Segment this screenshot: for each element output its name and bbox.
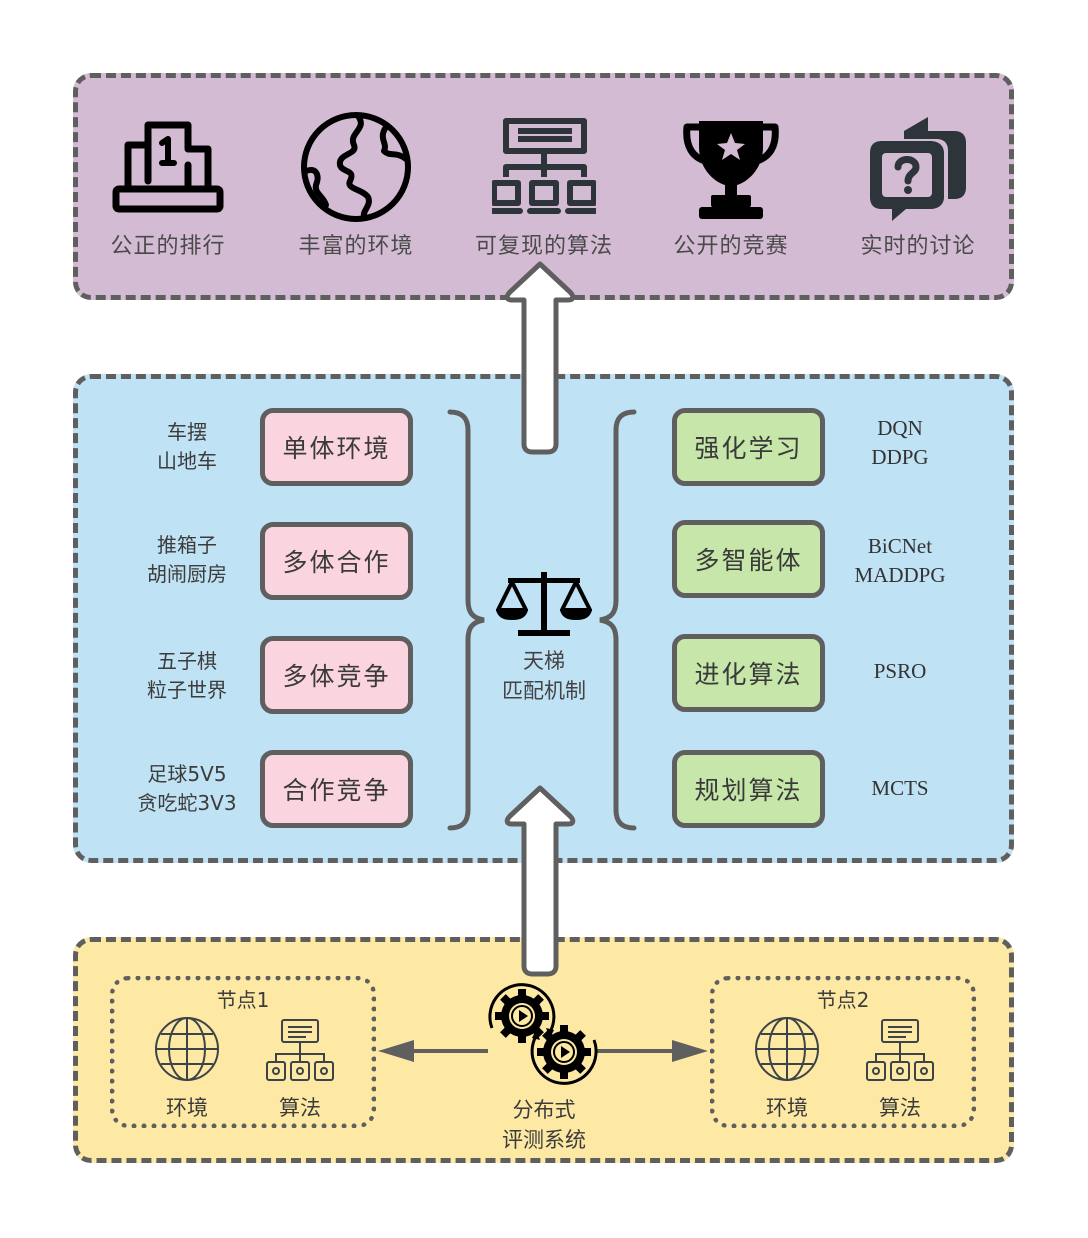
algo-example: DQN — [877, 416, 923, 440]
ladder-matching-label: 天梯 匹配机制 — [472, 646, 616, 706]
feature-fair-ranking: 公正的排行 — [83, 108, 253, 260]
node-env-label: 环境 — [766, 1096, 808, 1120]
algo-examples: DQN DDPG — [830, 414, 970, 472]
env-examples: 推箱子 胡闹厨房 — [122, 531, 252, 589]
env-example: 五子棋 — [157, 649, 217, 673]
gears-cycle-icon — [488, 982, 600, 1086]
node-title: 节点2 — [816, 988, 870, 1012]
algo-type-evolution: 进化算法 — [672, 634, 825, 712]
algo-example: PSRO — [873, 659, 927, 683]
feature-rich-environments: 丰富的环境 — [271, 108, 441, 260]
center-label-line1: 天梯 — [523, 649, 565, 673]
env-example: 山地车 — [157, 449, 217, 473]
node-algo-label: 算法 — [879, 1096, 921, 1120]
trophy-icon — [646, 108, 816, 226]
arrow-to-node1 — [378, 1040, 414, 1062]
algo-examples: PSRO — [830, 657, 970, 686]
feature-label: 公开的竞赛 — [673, 234, 789, 259]
feature-label: 丰富的环境 — [298, 234, 414, 259]
feature-open-competition: 公开的竞赛 — [646, 108, 816, 260]
dist-label-line2: 评测系统 — [502, 1128, 586, 1152]
discussion-icon — [833, 108, 1003, 226]
node-env-label: 环境 — [166, 1096, 208, 1120]
algo-example: BiCNet — [867, 534, 933, 558]
env-type-single: 单体环境 — [260, 408, 413, 486]
node-algo-label: 算法 — [279, 1096, 321, 1120]
feature-reproducible-algorithms: 可复现的算法 — [459, 108, 629, 260]
algo-examples: BiCNet MADDPG — [830, 532, 970, 590]
env-examples: 五子棋 粒子世界 — [122, 647, 252, 705]
env-examples: 车摆 山地车 — [122, 418, 252, 476]
algo-example: MCTS — [871, 776, 929, 800]
env-type-coop: 多体合作 — [260, 522, 413, 600]
distributed-eval-label: 分布式 评测系统 — [472, 1095, 616, 1155]
hierarchy-icon — [459, 108, 629, 226]
feature-label: 可复现的算法 — [474, 234, 613, 259]
feature-label: 公正的排行 — [110, 234, 226, 259]
globe-grid-icon — [154, 1016, 220, 1086]
scales-icon — [494, 572, 594, 638]
arrow-to-node2 — [672, 1040, 708, 1062]
env-example: 足球5V5 — [147, 762, 227, 786]
center-label-line2: 匹配机制 — [502, 679, 586, 703]
algo-example: MADDPG — [854, 563, 946, 587]
env-type-compete: 多体竞争 — [260, 636, 413, 714]
dist-label-line1: 分布式 — [512, 1098, 576, 1122]
env-example: 推箱子 — [157, 533, 217, 557]
hierarchy-small-icon — [866, 1018, 934, 1086]
env-example: 车摆 — [167, 420, 207, 444]
podium-icon — [83, 108, 253, 226]
left-brace — [447, 409, 485, 831]
env-example: 粒子世界 — [147, 678, 227, 702]
node-2 — [710, 976, 976, 1128]
algo-example: DDPG — [871, 445, 929, 469]
node-1 — [110, 976, 376, 1128]
algo-examples: MCTS — [830, 774, 970, 803]
feature-realtime-discussion: 实时的讨论 — [833, 108, 1003, 260]
feature-label: 实时的讨论 — [860, 234, 976, 259]
algo-type-planning: 规划算法 — [672, 750, 825, 828]
upward-arrow-top — [504, 261, 576, 455]
upward-arrow-bottom — [504, 785, 576, 977]
algo-type-rl: 强化学习 — [672, 408, 825, 486]
algo-type-marl: 多智能体 — [672, 520, 825, 598]
features-panel — [73, 73, 1014, 300]
right-brace — [599, 409, 637, 831]
hierarchy-small-icon — [266, 1018, 334, 1086]
node-title: 节点1 — [216, 988, 270, 1012]
env-type-coop-compete: 合作竞争 — [260, 750, 413, 828]
globe-icon — [271, 108, 441, 226]
env-example: 胡闹厨房 — [147, 562, 227, 586]
env-example: 贪吃蛇3V3 — [137, 791, 237, 815]
env-examples: 足球5V5 贪吃蛇3V3 — [122, 760, 252, 818]
globe-grid-icon — [754, 1016, 820, 1086]
